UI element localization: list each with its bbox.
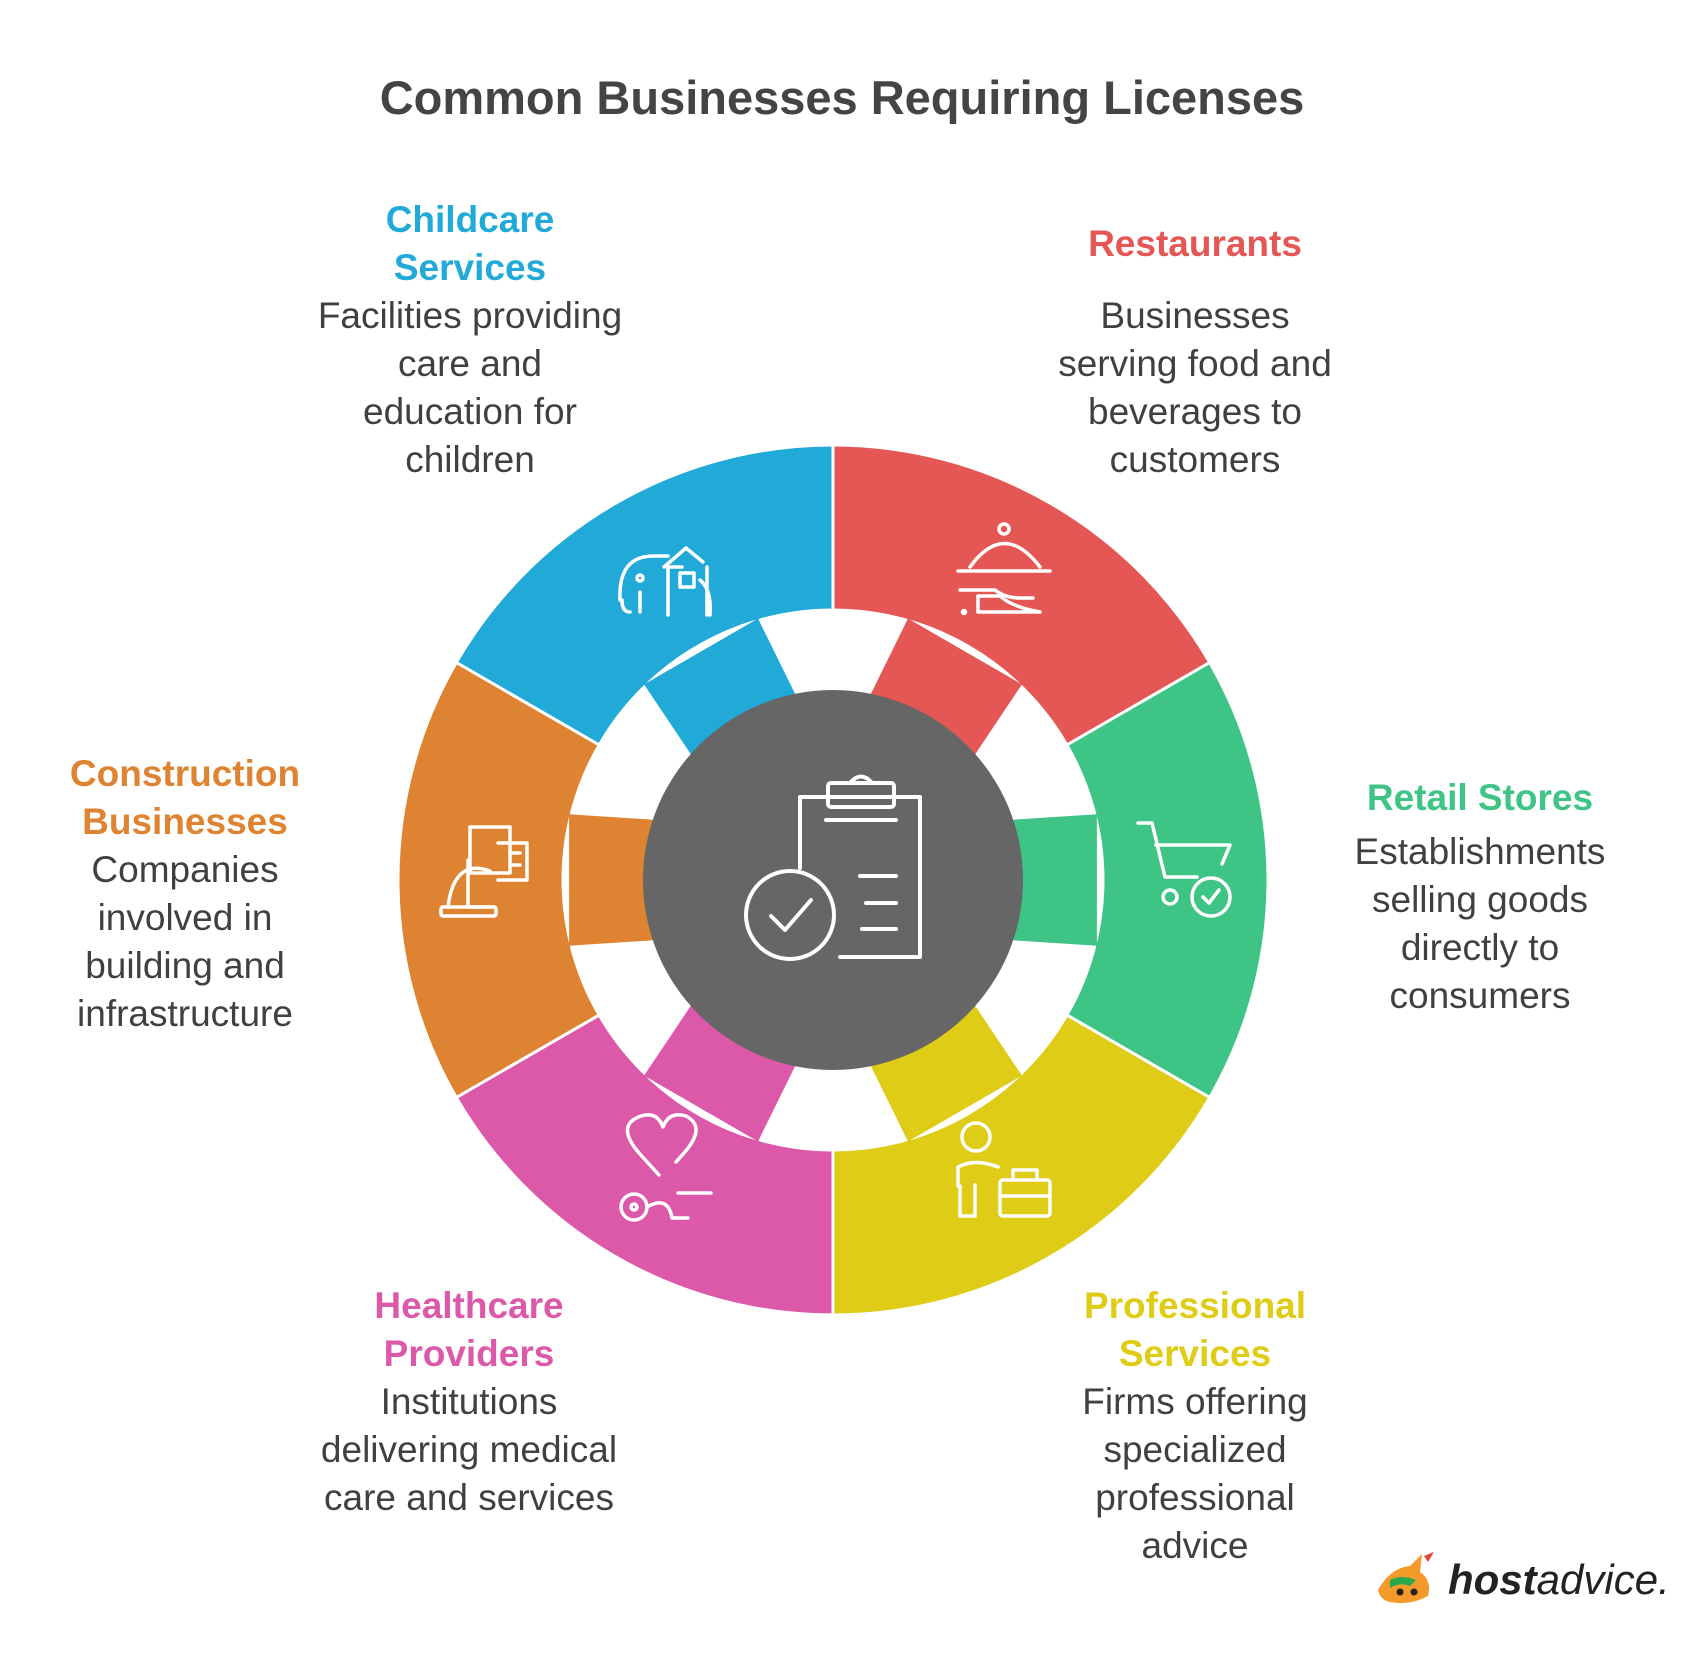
logo-text-part2: advice. <box>1536 1556 1670 1603</box>
title-line: Providers <box>383 1333 555 1374</box>
desc-line: customers <box>1109 439 1281 480</box>
desc-line: serving food and <box>1058 343 1332 384</box>
connector-construction <box>569 814 658 946</box>
label-description: Facilities providing care and education … <box>285 292 655 484</box>
desc-line: advice <box>1141 1525 1249 1566</box>
title-line: Restaurants <box>1088 223 1302 264</box>
desc-line: Establishments <box>1354 831 1606 872</box>
label-construction: Construction Businesses Companies involv… <box>40 750 330 1038</box>
title-line: Healthcare <box>374 1285 564 1326</box>
heart-stethoscope-icon <box>619 1113 713 1222</box>
desc-line: infrastructure <box>77 993 293 1034</box>
label-description: Institutions delivering medical care and… <box>284 1378 654 1522</box>
desc-line: Companies <box>91 849 279 890</box>
desc-line: care and <box>398 343 542 384</box>
segment-restaurants <box>831 443 1212 748</box>
desc-line: education for <box>363 391 577 432</box>
desc-line: specialized <box>1103 1429 1287 1470</box>
segment-healthcare <box>454 1012 835 1317</box>
label-retail: Retail Stores Establishments selling goo… <box>1295 774 1665 1020</box>
logo-text: hostadvice. <box>1448 1556 1670 1604</box>
label-description: Companies involved in building and infra… <box>40 846 330 1038</box>
page-title: Common Businesses Requiring Licenses <box>379 71 1305 124</box>
segment-retail <box>1064 660 1270 1100</box>
desc-line: Facilities providing <box>317 295 623 336</box>
clipboard-check-icon <box>744 774 922 961</box>
person-briefcase-icon <box>956 1121 1052 1218</box>
elephant-school-icon <box>618 546 713 617</box>
title-line: Construction <box>69 753 301 794</box>
desc-line: Firms offering <box>1082 1381 1308 1422</box>
segment-professional <box>831 1012 1212 1317</box>
desc-line: delivering medical <box>320 1429 618 1470</box>
desc-line: directly to <box>1400 927 1560 968</box>
label-description: Businesses serving food and beverages to… <box>1010 292 1380 484</box>
fox-mascot-icon <box>1378 1552 1434 1604</box>
connector-professional <box>868 1001 1022 1142</box>
building-hardhat-icon <box>439 825 529 918</box>
desc-line: involved in <box>97 897 273 938</box>
title-line: Professional <box>1083 1285 1307 1326</box>
label-restaurants: Restaurants Businesses serving food and … <box>1010 220 1380 484</box>
label-title: Construction Businesses <box>40 750 330 846</box>
desc-line: beverages to <box>1088 391 1302 432</box>
connector-healthcare <box>644 1001 798 1142</box>
shopping-cart-check-icon <box>1136 821 1232 918</box>
title-line: Services <box>1118 1333 1272 1374</box>
label-professional: Professional Services Firms offering spe… <box>1010 1282 1380 1570</box>
desc-line: care and services <box>324 1477 614 1518</box>
desc-line: consumers <box>1389 975 1571 1016</box>
label-description: Establishments selling goods directly to… <box>1295 828 1665 1020</box>
title-line: Childcare <box>385 199 555 240</box>
desc-line: Institutions <box>380 1381 558 1422</box>
hostadvice-logo: hostadvice. <box>1370 1550 1670 1610</box>
label-title: Retail Stores <box>1295 774 1665 822</box>
segment-childcare <box>454 443 835 748</box>
desc-line: selling goods <box>1372 879 1588 920</box>
title-line: Retail Stores <box>1366 777 1594 818</box>
serving-cloche-icon <box>956 522 1052 616</box>
label-title: Professional Services <box>1010 1282 1380 1378</box>
desc-line: Businesses <box>1100 295 1290 336</box>
label-description: Firms offering specialized professional … <box>1010 1378 1380 1570</box>
label-healthcare: Healthcare Providers Institutions delive… <box>284 1282 654 1522</box>
label-childcare: Childcare Services Facilities providing … <box>285 196 655 484</box>
connector-restaurants <box>868 618 1022 759</box>
logo-text-part1: host <box>1448 1556 1537 1603</box>
connector-childcare <box>644 618 798 759</box>
title-line: Services <box>393 247 547 288</box>
label-title: Restaurants <box>1010 220 1380 268</box>
title-line: Businesses <box>82 801 288 842</box>
connector-retail <box>1008 814 1097 946</box>
label-title: Childcare Services <box>285 196 655 292</box>
desc-line: children <box>405 439 535 480</box>
center-circle <box>643 690 1023 1070</box>
desc-line: building and <box>85 945 285 986</box>
label-title: Healthcare Providers <box>284 1282 654 1378</box>
desc-line: professional <box>1095 1477 1295 1518</box>
